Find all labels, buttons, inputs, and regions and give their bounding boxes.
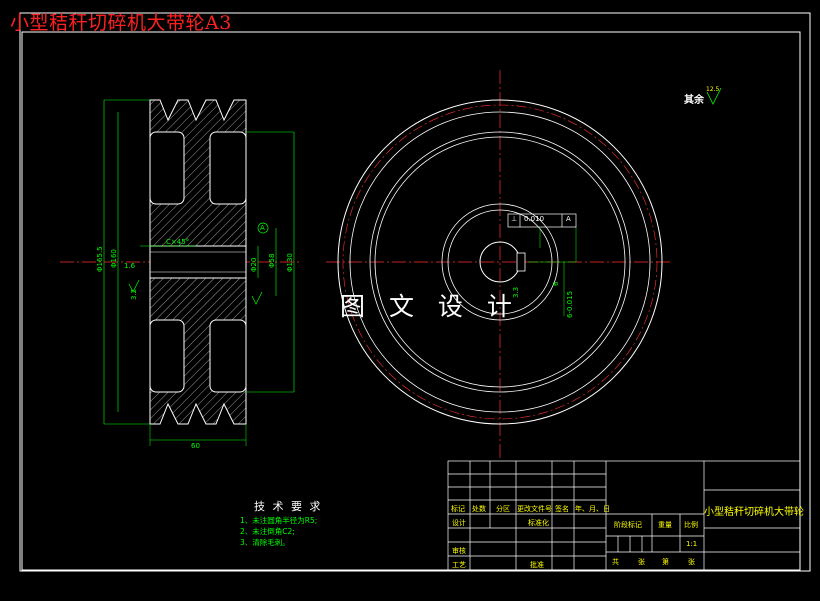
tb-scale-value: 1:1 (686, 540, 698, 548)
tb-weight: 重量 (658, 521, 672, 529)
roughness-value: 12.5 (706, 86, 720, 93)
dim-diameter-130: Φ130 (286, 253, 294, 272)
tb-standard: 标准化 (528, 519, 549, 527)
dim-bore: Φ20 (250, 257, 258, 272)
title-block-lines (447, 460, 801, 571)
tb-sheet-unit-1: 张 (638, 558, 645, 566)
tb-design: 设计 (452, 519, 466, 527)
roughness-label: 其余 (684, 95, 704, 106)
tech-requirements-title: 技 术 要 求 (254, 500, 323, 513)
tolerance-symbol: ⊥ (511, 215, 518, 223)
dim-key-width: 6-0.015 (566, 290, 574, 318)
tech-requirement-item: 1、未注圆角半径为R5; (240, 516, 318, 525)
tb-review: 审核 (452, 547, 466, 555)
tb-stage: 阶段标记 (614, 521, 642, 529)
tb-part-name: 小型秸秆切碎机大带轮 (704, 507, 804, 518)
tb-header-zone: 分区 (496, 505, 510, 513)
roughness-1-6: 1.6 (124, 262, 136, 270)
front-view (326, 70, 672, 460)
tech-requirement-item: 2、未注倒角C2; (240, 527, 295, 536)
roughness-3-2: 3.2 (130, 288, 138, 300)
dim-diameter-160: Φ160 (110, 249, 118, 268)
tb-header-file: 更改文件号 (517, 505, 552, 513)
dim-key-depth: 3.3 (512, 286, 520, 298)
dim-groove-width: 6 (552, 281, 560, 286)
tb-sheet-unit-2: 张 (688, 558, 695, 566)
tb-process: 工艺 (452, 561, 466, 569)
inner-frame (21, 31, 801, 571)
tb-scale-label: 比例 (684, 521, 698, 529)
tb-sheet-no: 第 (662, 558, 669, 566)
watermark-text: 图 文 设 计 (340, 292, 520, 321)
tb-sheet-total: 共 (612, 558, 619, 566)
tech-requirement-item: 3、清除毛刺。 (240, 538, 290, 547)
dim-outer-diameter: Φ165.5 (96, 246, 104, 272)
tb-header-mark: 标记 (451, 505, 465, 513)
outer-frame (19, 12, 811, 572)
dim-diameter-58: Φ58 (268, 253, 276, 268)
tb-header-date: 年、月、日 (575, 505, 610, 513)
dim-chamfer: C×45° (166, 238, 190, 246)
drawing-title: 小型秸秆切碎机大带轮A3 (10, 12, 232, 34)
tolerance-value: 0.010 (524, 215, 545, 223)
tolerance-datum: A (566, 215, 571, 223)
tb-approve: 批准 (530, 561, 544, 569)
dim-width: 60 (191, 442, 200, 450)
tb-header-sign: 签名 (555, 505, 569, 513)
section-view (60, 99, 300, 446)
tb-header-count: 处数 (472, 505, 486, 513)
datum-label: A (260, 224, 265, 232)
